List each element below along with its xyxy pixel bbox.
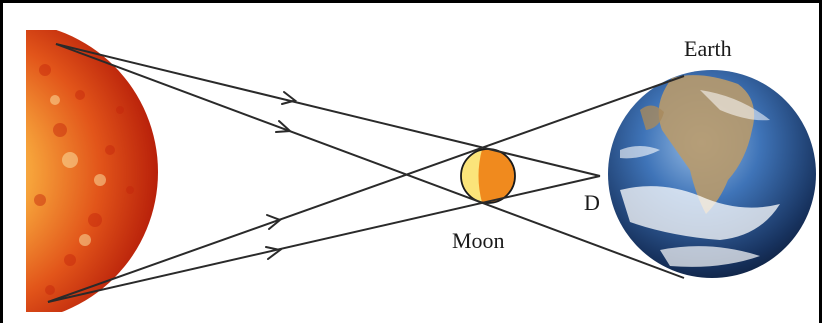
ray-top-to-d bbox=[55, 43, 601, 177]
arrow-ray-top-to-d bbox=[281, 91, 298, 105]
arrow-ray-bottom-to-d bbox=[265, 246, 283, 260]
ray-bottom-to-earth-top bbox=[47, 75, 685, 303]
arrow-ray-bottom-to-earth-top bbox=[266, 214, 282, 230]
moon-label: Moon bbox=[452, 228, 505, 253]
ray-bottom-to-d bbox=[47, 175, 601, 303]
ray-top-to-earth-bottom bbox=[55, 43, 685, 279]
arrow-ray-top-to-earth-bottom bbox=[275, 120, 293, 133]
ray-arrowheads bbox=[265, 91, 298, 260]
light-rays bbox=[47, 43, 685, 303]
earth-image bbox=[608, 70, 816, 278]
earth-label: Earth bbox=[684, 36, 732, 61]
point-d-label: D bbox=[584, 190, 600, 215]
moon-body bbox=[460, 148, 516, 204]
sun-image bbox=[26, 30, 158, 312]
